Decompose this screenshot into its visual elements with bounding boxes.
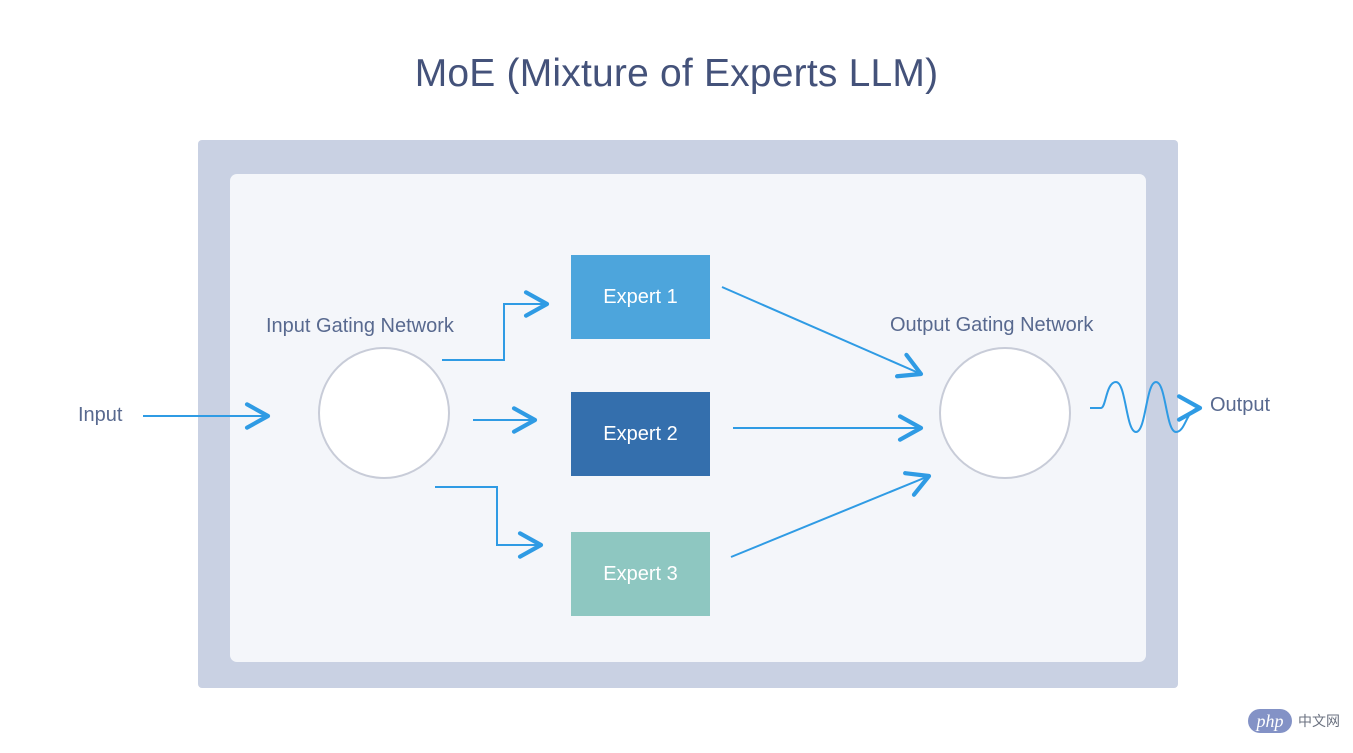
expert-2-box: Expert 2	[571, 392, 710, 476]
watermark-logo: php	[1248, 709, 1292, 733]
expert-3-box: Expert 3	[571, 532, 710, 616]
expert-2-label: Expert 2	[603, 422, 678, 445]
expert-3-to-output-arrow	[730, 471, 932, 558]
gate-to-expert-1-arrow	[442, 290, 550, 361]
expert-1-box: Expert 1	[571, 255, 710, 339]
expert-1-label: Expert 1	[603, 285, 678, 308]
expert-3-label: Expert 3	[603, 562, 678, 585]
input-label: Input	[78, 404, 123, 426]
watermark: php 中文网	[1248, 708, 1340, 734]
output-gating-node	[939, 347, 1071, 479]
output-gating-label: Output Gating Network	[890, 314, 1094, 336]
expert-1-to-output-arrow	[721, 286, 924, 379]
input-gating-node	[318, 347, 450, 479]
output-signal-icon	[1090, 380, 1203, 434]
input-gating-label: Input Gating Network	[266, 315, 454, 337]
output-label: Output	[1210, 394, 1271, 416]
page-title: MoE (Mixture of Experts LLM)	[414, 52, 939, 95]
watermark-text: 中文网	[1298, 713, 1340, 729]
gate-to-expert-3-arrow	[435, 486, 544, 559]
